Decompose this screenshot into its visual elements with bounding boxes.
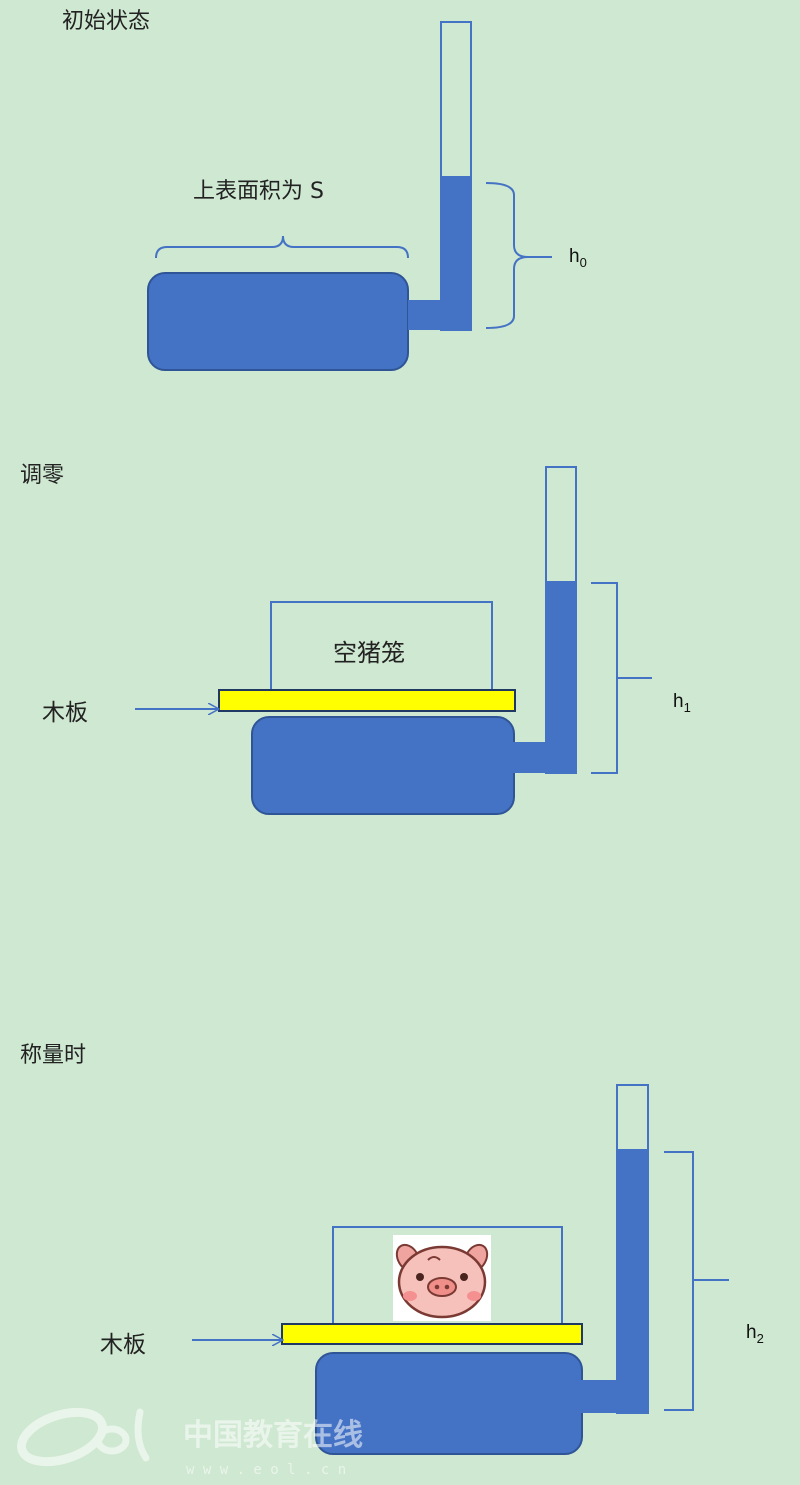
stage-zeroing-title: 调零 <box>20 463 64 488</box>
watermark-text: 中国教育在线 <box>183 1418 363 1453</box>
eol-logo <box>16 1407 150 1467</box>
height-bracket-h2 <box>664 1151 729 1411</box>
connector-pipe <box>408 300 442 330</box>
liquid-column <box>441 176 471 330</box>
wooden-board <box>218 689 516 712</box>
connector-pipe <box>581 1380 618 1413</box>
liquid-column <box>617 1149 648 1413</box>
stage-weighing-title: 称量时 <box>20 1043 86 1068</box>
wooden-board <box>281 1323 583 1345</box>
glass-tube <box>545 466 577 774</box>
h2-label: h2 <box>746 1322 764 1346</box>
eol-watermark: 中国教育在线 w w w . e o l . c n <box>16 1407 363 1478</box>
board-label: 木板 <box>100 1332 146 1358</box>
stage-initial: 初始状态 上表面积为 S h0 <box>62 9 587 371</box>
pig-icon <box>393 1235 491 1321</box>
stage-weighing: 称量时 木板 h2 <box>20 1043 764 1455</box>
glass-tube <box>440 21 472 331</box>
h0-label: h0 <box>569 246 587 270</box>
glass-tube <box>616 1084 649 1414</box>
liquid-column <box>546 581 576 773</box>
bladder <box>147 272 409 371</box>
bladder <box>251 716 515 815</box>
height-bracket-h1 <box>591 582 652 774</box>
board-label: 木板 <box>42 700 88 726</box>
connector-pipe <box>513 742 548 773</box>
height-brace-h0 <box>485 182 529 329</box>
watermark-url: w w w . e o l . c n <box>186 1462 346 1478</box>
area-label: 上表面积为 S <box>193 179 324 204</box>
empty-cage-label: 空猪笼 <box>333 639 405 667</box>
h1-label: h1 <box>673 691 691 715</box>
stage-zeroing: 调零 空猪笼 木板 h1 <box>20 463 691 815</box>
area-brace <box>155 235 409 259</box>
stage-initial-title: 初始状态 <box>62 9 150 34</box>
